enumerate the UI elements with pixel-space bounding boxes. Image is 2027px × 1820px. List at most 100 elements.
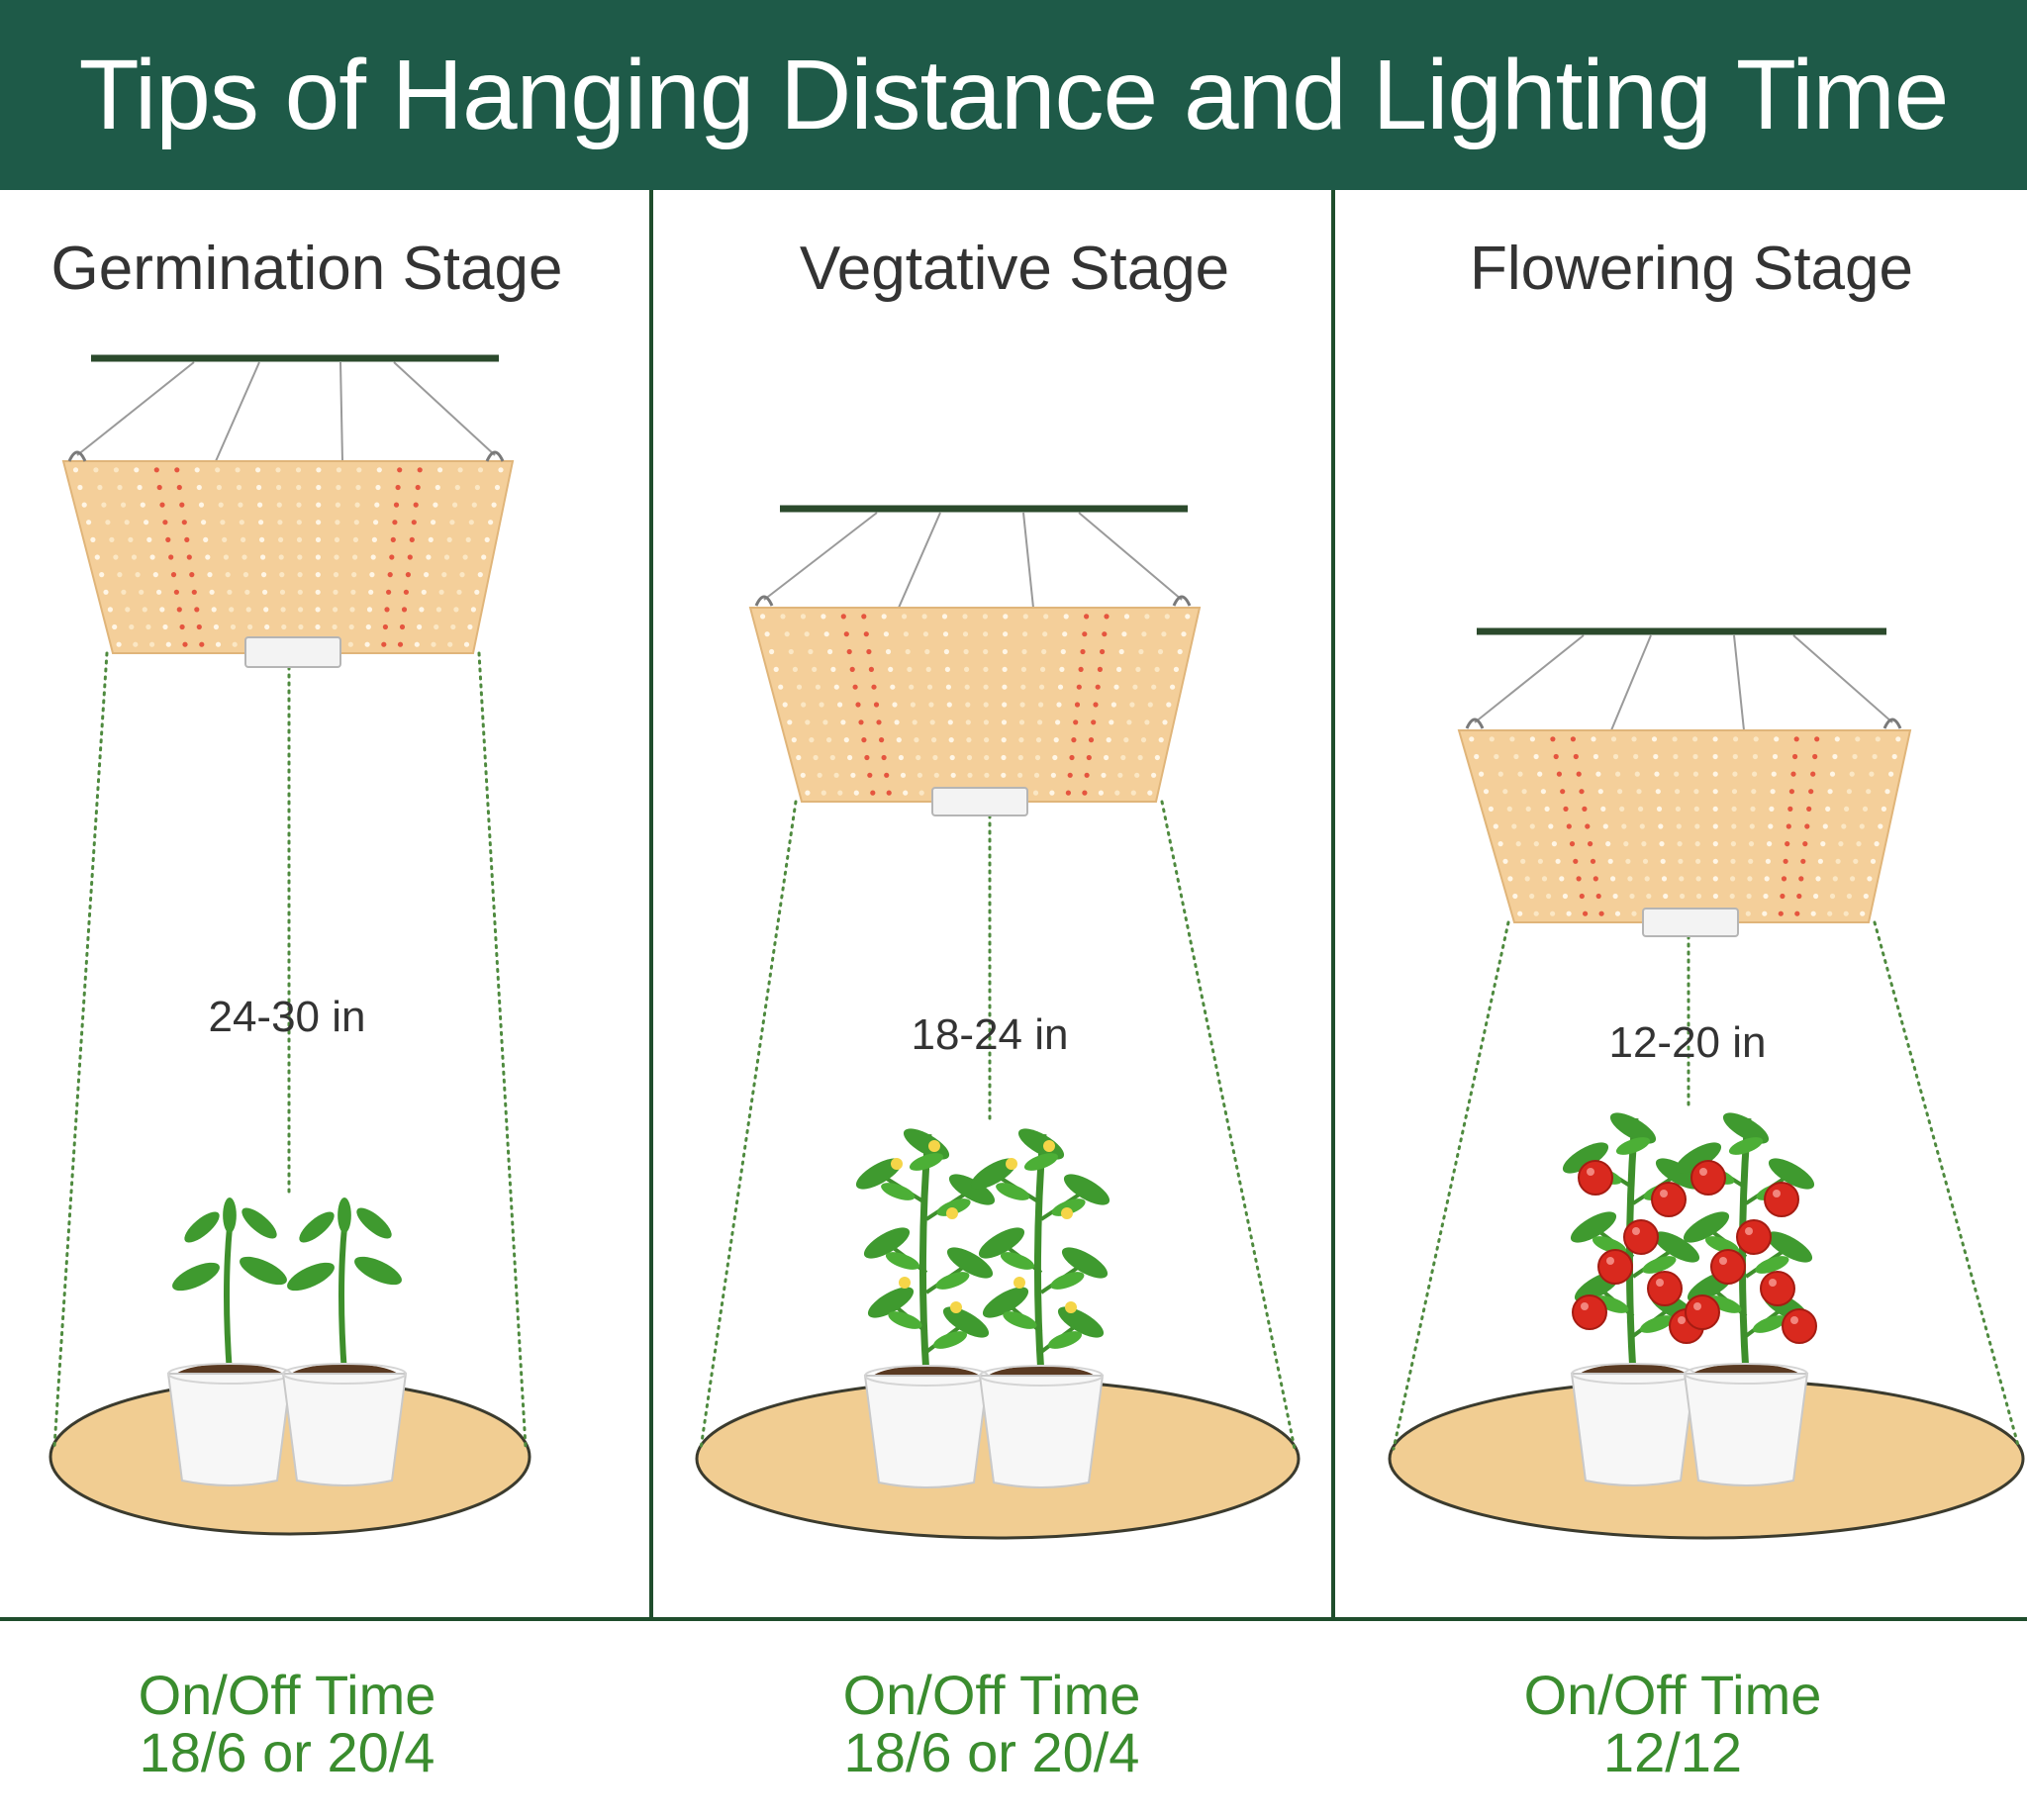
leaf [903, 1128, 950, 1160]
flower-bud [928, 1140, 940, 1152]
tomato-highlight [1773, 1190, 1781, 1197]
plant-pot [970, 1128, 1110, 1488]
seedling-plant [172, 1197, 287, 1375]
leaf [241, 1207, 277, 1239]
leaf [287, 1262, 335, 1292]
leaf [184, 1211, 220, 1243]
light-cone-line [699, 800, 798, 1451]
tomato-highlight [1745, 1227, 1753, 1235]
flower-bud [899, 1277, 911, 1289]
tomato [1685, 1294, 1720, 1330]
leaf [1615, 1137, 1651, 1155]
pot-rim [979, 1365, 1104, 1387]
flower-bud [1043, 1140, 1055, 1152]
leaf [982, 1287, 1029, 1318]
led-panel [748, 607, 1202, 803]
stem [224, 1226, 233, 1375]
stage-title-vegetative: Vegtative Stage [799, 235, 1230, 303]
tomato-plant-plant [1675, 1112, 1817, 1375]
leaf [970, 1158, 1017, 1190]
distance-label-flowering: 12-20 in [1608, 1018, 1767, 1067]
tomato-highlight [1719, 1257, 1727, 1265]
hanging-wire [1474, 634, 1585, 723]
leaf [172, 1262, 220, 1292]
tomato [1782, 1308, 1817, 1344]
light-cone-line [1160, 800, 1297, 1451]
leaf [936, 1198, 971, 1216]
leaf [948, 1174, 996, 1205]
leaf [1722, 1112, 1770, 1144]
distance-label-germination: 24-30 in [208, 993, 366, 1041]
leaf [354, 1256, 402, 1286]
timer-value: 18/6 or 20/4 [843, 1721, 1140, 1783]
tomato-highlight [1660, 1190, 1668, 1197]
stage-illustration-1 [48, 354, 531, 1536]
led-panel [1457, 729, 1912, 923]
flower-bud [950, 1301, 962, 1313]
leaf [1609, 1112, 1657, 1144]
leaf [867, 1287, 915, 1318]
tomato-highlight [1699, 1168, 1707, 1176]
leaf [885, 1252, 920, 1270]
plant-pot [281, 1197, 408, 1486]
plant-pot [1675, 1112, 1817, 1486]
led-array [72, 467, 504, 647]
hanging-wire [1078, 512, 1183, 601]
leaf [996, 1183, 1030, 1200]
tomato [1760, 1271, 1795, 1306]
driver-box [931, 787, 1028, 816]
hanging-wire [1733, 634, 1745, 731]
leaf [356, 1207, 392, 1239]
tomato [1572, 1294, 1607, 1330]
flowering-sprout-plant [970, 1128, 1110, 1377]
flower-bud [1065, 1301, 1077, 1313]
column-divider-2 [1331, 190, 1335, 1621]
leaf [299, 1211, 335, 1243]
hanger-hook [1882, 718, 1902, 729]
tomato [1623, 1219, 1659, 1255]
leaf [978, 1227, 1025, 1259]
leaf [909, 1153, 944, 1171]
leaf [1000, 1252, 1035, 1270]
flower-bud [1061, 1207, 1073, 1219]
white-pot [166, 1373, 293, 1486]
leaf [1003, 1311, 1037, 1329]
tomato [1647, 1271, 1683, 1306]
leaf [1063, 1174, 1110, 1205]
footer-divider [0, 1617, 2027, 1621]
leaf [1594, 1295, 1629, 1313]
tomato-plant-plant [1562, 1112, 1704, 1375]
tomato-highlight [1587, 1168, 1594, 1176]
flower-bud [1006, 1158, 1017, 1170]
leaf [1023, 1153, 1059, 1171]
led-panel [61, 460, 515, 654]
leaf [1061, 1247, 1109, 1279]
leaf [1755, 1256, 1789, 1274]
leaf [942, 1306, 990, 1338]
leaf [1047, 1331, 1083, 1349]
leaf [1653, 1231, 1700, 1263]
tomato [1597, 1249, 1633, 1285]
light-cone-line [1873, 920, 2021, 1451]
timer-block-germination: On/Off Time 18/6 or 20/4 [40, 1667, 534, 1781]
tomato [1736, 1219, 1772, 1255]
tomato [1651, 1182, 1687, 1217]
hanging-wire [339, 361, 343, 462]
hanging-wire [215, 361, 260, 462]
header-banner: Tips of Hanging Distance and Lighting Ti… [0, 0, 2027, 190]
stage-title-germination: Germination Stage [50, 235, 563, 303]
white-pot [978, 1375, 1105, 1488]
plant-pot [855, 1128, 996, 1488]
leaf [223, 1197, 237, 1233]
hanging-wire [76, 361, 195, 456]
leaf [1675, 1142, 1722, 1174]
timer-label: On/Off Time [1523, 1664, 1822, 1726]
stage-illustration-3 [1388, 627, 2025, 1540]
tomato [1710, 1249, 1746, 1285]
hanger-hook [1465, 718, 1485, 729]
leaf [1017, 1128, 1065, 1160]
tomato [1578, 1160, 1613, 1196]
distance-label-vegetative: 18-24 in [911, 1010, 1069, 1059]
flower-bud [891, 1158, 903, 1170]
